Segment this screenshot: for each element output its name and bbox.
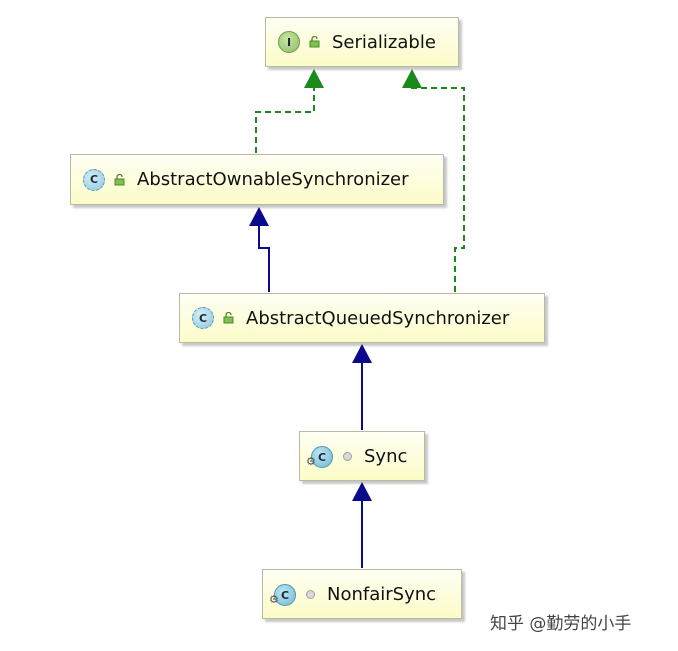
abstract-class-icon: C xyxy=(192,307,214,329)
edge-nonfair-extends-sync xyxy=(352,482,372,568)
public-access-icon xyxy=(308,35,322,49)
public-access-icon xyxy=(113,173,127,187)
abstract-class-icon: C xyxy=(83,168,105,191)
interface-icon: I xyxy=(278,31,300,53)
package-private-access-icon xyxy=(303,587,317,601)
node-serializable[interactable]: I Serializable xyxy=(265,17,459,67)
node-nonfair-sync[interactable]: C ⚙ NonfairSync xyxy=(262,569,462,619)
node-abstract-ownable-synchronizer[interactable]: C AbstractOwnableSynchronizer xyxy=(70,154,444,205)
edge-sync-extends-aqs xyxy=(352,344,372,430)
edge-aqs-implements-serializable xyxy=(402,69,465,292)
node-label: Serializable xyxy=(332,31,436,53)
static-class-icon: C ⚙ xyxy=(306,445,333,468)
edge-aos-implements-serializable xyxy=(255,69,324,153)
node-label: AbstractQueuedSynchronizer xyxy=(246,307,510,329)
gear-icon: ⚙ xyxy=(306,455,316,468)
package-private-access-icon xyxy=(340,449,354,463)
gear-icon: ⚙ xyxy=(269,593,279,606)
node-abstract-queued-synchronizer[interactable]: C AbstractQueuedSynchronizer xyxy=(179,293,545,343)
node-label: Sync xyxy=(364,445,408,467)
static-class-icon: C ⚙ xyxy=(269,583,296,606)
node-label: NonfairSync xyxy=(327,583,437,605)
public-access-icon xyxy=(222,311,236,325)
edge-aqs-extends-aos xyxy=(249,207,270,292)
node-label: AbstractOwnableSynchronizer xyxy=(137,169,409,190)
node-sync[interactable]: C ⚙ Sync xyxy=(299,431,425,481)
watermark-text: 知乎 @勤劳的小手 xyxy=(490,614,632,634)
